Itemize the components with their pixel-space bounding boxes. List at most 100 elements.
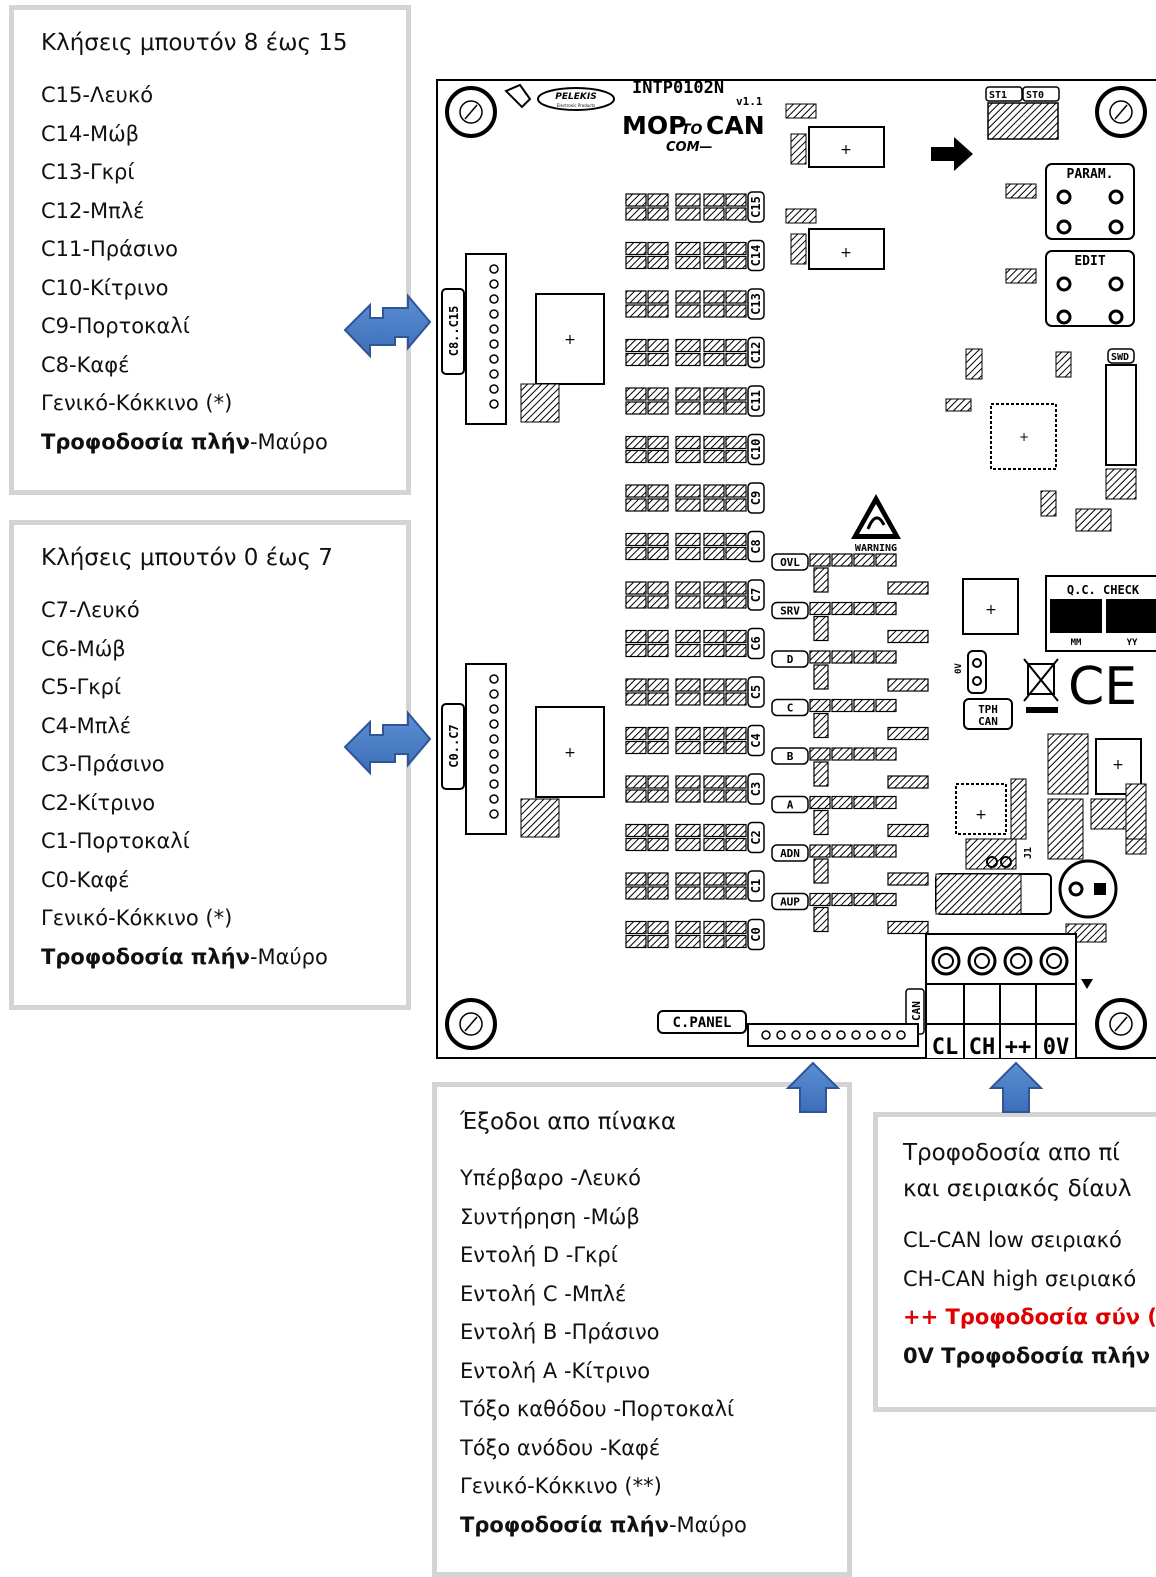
status-led-label: ST1 bbox=[989, 90, 1007, 101]
legend-line: Τόξο ανόδου -Καφέ bbox=[460, 1429, 847, 1468]
legend-line: Συντήρηση -Μώβ bbox=[460, 1198, 847, 1237]
legend-text: Υπέρβαρο -Λευκό bbox=[460, 1166, 641, 1190]
legend-text: C9-Πορτοκαλί bbox=[41, 314, 190, 338]
legend-line: Εντολή B -Πράσινο bbox=[460, 1313, 847, 1352]
svg-text:+: + bbox=[985, 602, 997, 618]
swd-label: SWD bbox=[1111, 352, 1129, 363]
legend-line: C2-Κίτρινο bbox=[41, 784, 406, 823]
svg-text:+: + bbox=[564, 332, 576, 348]
board-version: v1.1 bbox=[736, 95, 763, 108]
legend-line: Υπέρβαρο -Λευκό bbox=[460, 1159, 847, 1198]
mounting-hole-icon bbox=[445, 998, 497, 1050]
legend-text: C11-Πράσινο bbox=[41, 237, 178, 261]
legend-text: Γενικό-Κόκκινο (*) bbox=[41, 906, 233, 930]
legend-title: Τροφοδοσία απο πί και σειριακός δίαυλ bbox=[903, 1135, 1156, 1207]
output-label: SRV bbox=[780, 605, 800, 618]
legend-text: Εντολή D -Γκρί bbox=[460, 1243, 618, 1267]
connector-lower-label: C0..C7 bbox=[447, 724, 461, 767]
arrow-up-icon bbox=[785, 1061, 841, 1113]
legend-text: -Μαύρο bbox=[668, 1512, 747, 1537]
legend-line: C15-Λευκό bbox=[41, 76, 406, 115]
legend-line: Εντολή C -Μπλέ bbox=[460, 1275, 847, 1314]
legend-line: C11-Πράσινο bbox=[41, 230, 406, 269]
c-label: C7 bbox=[749, 588, 763, 602]
legend-line: C12-Μπλέ bbox=[41, 192, 406, 231]
legend-text: Εντολή A -Κίτρινο bbox=[460, 1358, 651, 1383]
can-vertical-label: CAN bbox=[910, 1001, 923, 1021]
legend-text: C5-Γκρί bbox=[41, 675, 122, 699]
legend-line: C14-Μώβ bbox=[41, 115, 406, 154]
arrow-up-icon bbox=[988, 1061, 1044, 1113]
legend-bold-text: 0V Τροφοδοσία πλήν bbox=[903, 1343, 1151, 1368]
mounting-hole-icon bbox=[445, 86, 497, 138]
c-label: C1 bbox=[749, 879, 763, 893]
c-label: C0 bbox=[749, 927, 763, 941]
legend-text: C6-Μώβ bbox=[41, 636, 126, 661]
c-label: C6 bbox=[749, 636, 763, 650]
warning-label: WARNING bbox=[855, 543, 897, 554]
legend-text: CL-CAN low σειριακό bbox=[903, 1228, 1122, 1252]
legend-line: CH-CAN high σειριακό bbox=[903, 1260, 1156, 1299]
product-big: MOP bbox=[622, 111, 686, 140]
c-label: C15 bbox=[749, 196, 763, 218]
param-button: PARAM. bbox=[1045, 163, 1135, 240]
legend-line: Τόξο καθόδου -Πορτοκαλί bbox=[460, 1390, 847, 1429]
output-label: A bbox=[787, 799, 794, 812]
legend-line: C0-Καφέ bbox=[41, 861, 406, 900]
legend-line: CL-CAN low σειριακό bbox=[903, 1221, 1156, 1260]
c-panel-label: C.PANEL bbox=[672, 1015, 731, 1031]
legend-bold-text: Τροφοδοσία πλήν bbox=[41, 944, 250, 969]
legend-line: 0V Τροφοδοσία πλήν bbox=[903, 1337, 1156, 1376]
legend-line: Τροφοδοσία πλήν-Μαύρο bbox=[41, 938, 406, 977]
legend-text: C2-Κίτρινο bbox=[41, 790, 156, 815]
buzzer bbox=[1058, 859, 1118, 919]
svg-text:+: + bbox=[564, 745, 576, 761]
c-label: C10 bbox=[749, 439, 763, 461]
weee-bin-icon bbox=[1023, 658, 1059, 713]
c-label: C14 bbox=[749, 245, 763, 267]
legend-line: Γενικό-Κόκκινο (**) bbox=[460, 1467, 847, 1506]
legend-text: C7-Λευκό bbox=[41, 598, 140, 622]
svg-text:+: + bbox=[840, 142, 852, 158]
double-arrow-icon bbox=[343, 293, 432, 359]
connector-upper-label: C8..C15 bbox=[447, 306, 461, 357]
c-label: C11 bbox=[749, 390, 763, 412]
output-label: ADN bbox=[780, 847, 800, 860]
tph-can-label: CAN bbox=[978, 715, 998, 728]
qc-mm-label: MM bbox=[1071, 638, 1082, 648]
part-number: INTP0102N bbox=[632, 79, 724, 98]
legend-text: -Μαύρο bbox=[249, 944, 328, 969]
legend-line: C6-Μώβ bbox=[41, 630, 406, 669]
legend-text: Εντολή C -Μπλέ bbox=[460, 1281, 627, 1306]
legend-text: C0-Καφέ bbox=[41, 867, 130, 892]
c-label: C4 bbox=[749, 733, 763, 747]
param-label: PARAM. bbox=[1067, 167, 1114, 182]
legend-bold-text: Τροφοδοσία πλήν bbox=[460, 1512, 669, 1537]
pcb-board: PELEKIS Electronic Products INTP0102N v1… bbox=[436, 79, 1156, 1059]
product-name: MOP TO CAN COM— bbox=[622, 111, 765, 155]
legend-power: Τροφοδοσία απο πί και σειριακός δίαυλ CL… bbox=[873, 1112, 1156, 1412]
brand-logo: PELEKIS Electronic Products bbox=[504, 83, 615, 111]
c-label: C12 bbox=[749, 342, 763, 364]
legend-text: C14-Μώβ bbox=[41, 121, 140, 146]
product-small: TO bbox=[681, 122, 703, 138]
legend-line: Τροφοδοσία πλήν-Μαύρο bbox=[460, 1506, 847, 1545]
double-arrow-icon bbox=[343, 710, 432, 776]
terminal-label: CL bbox=[932, 1035, 959, 1059]
mounting-hole-icon bbox=[1095, 86, 1147, 138]
product-sub: COM— bbox=[666, 140, 713, 155]
legend-line: Γενικό-Κόκκινο (*) bbox=[41, 899, 406, 938]
legend-title: Κλήσεις μπουτόν 0 έως 7 bbox=[41, 545, 333, 571]
tph-can-label: TPH bbox=[978, 703, 998, 716]
legend-text: C12-Μπλέ bbox=[41, 198, 145, 223]
legend-line: Εντολή D -Γκρί bbox=[460, 1236, 847, 1275]
output-label: AUP bbox=[780, 896, 800, 909]
legend-line: ++ Τροφοδοσία σύν ( bbox=[903, 1298, 1156, 1337]
legend-text: C8-Καφέ bbox=[41, 352, 130, 377]
terminal-label: ++ bbox=[1005, 1035, 1032, 1059]
legend-line: C7-Λευκό bbox=[41, 591, 406, 630]
legend-line: Εντολή A -Κίτρινο bbox=[460, 1352, 847, 1391]
